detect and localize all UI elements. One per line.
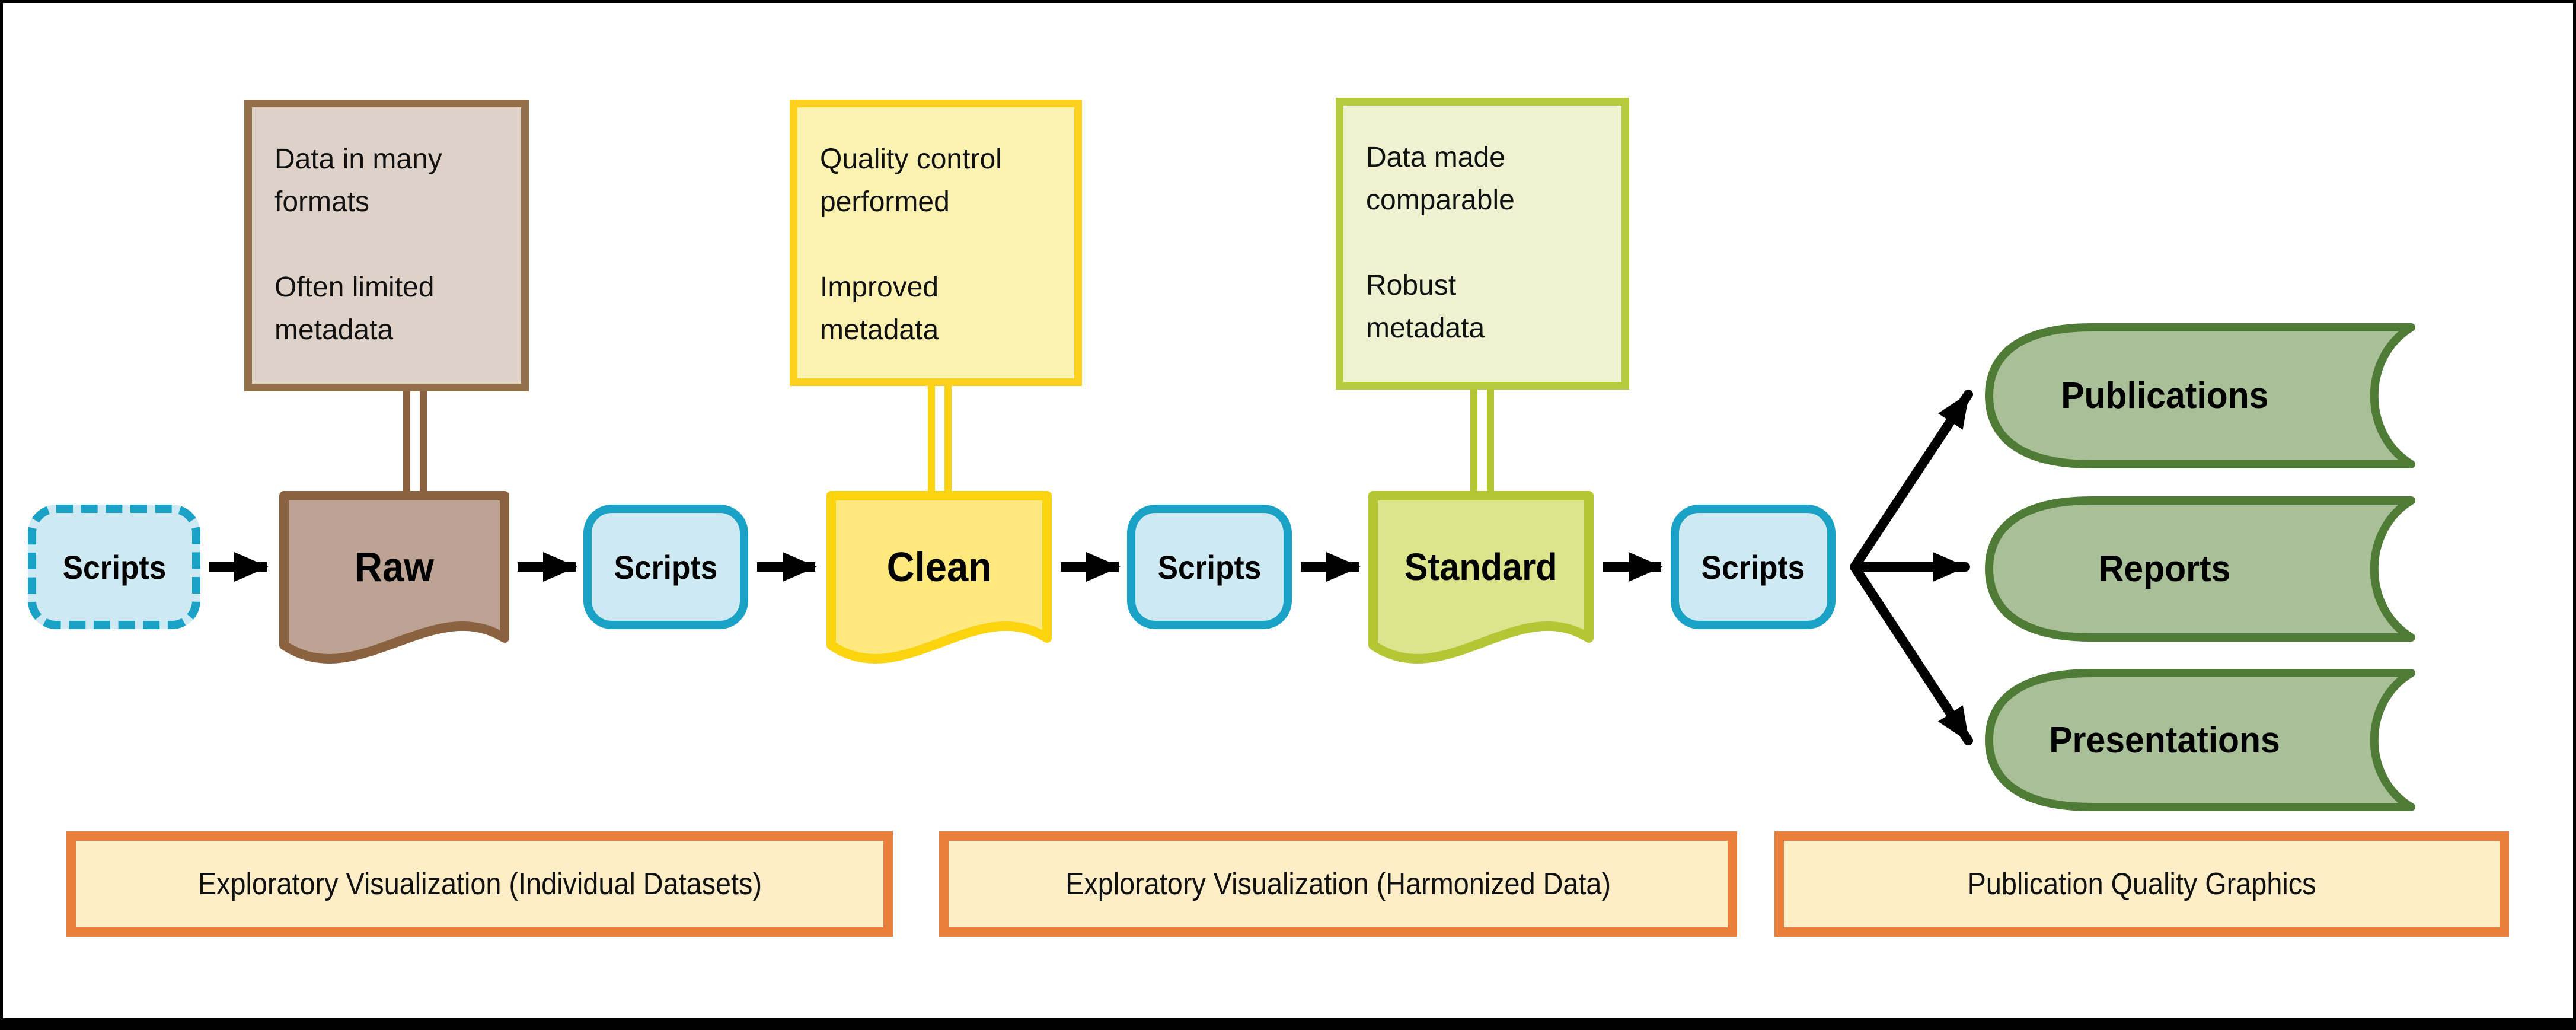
publications-label: Publications bbox=[2060, 375, 2269, 416]
scripts-node-2-label: Scripts bbox=[614, 548, 718, 586]
reports-book-shape bbox=[1985, 496, 2415, 642]
scripts-node-1: Scripts bbox=[28, 505, 200, 629]
phase-banner-harmonized-data: Exploratory Visualization (Harmonized Da… bbox=[939, 831, 1737, 937]
arrow-to-presentations bbox=[1850, 562, 1973, 745]
standard-document-label: Standard bbox=[1404, 546, 1557, 588]
scripts-node-4: Scripts bbox=[1671, 505, 1836, 629]
clean-note-connector bbox=[928, 383, 952, 497]
clean-document-label: Clean bbox=[886, 544, 992, 590]
scripts-node-4-label: Scripts bbox=[1701, 548, 1805, 586]
phase-banner-individual-datasets: Exploratory Visualization (Individual Da… bbox=[66, 831, 893, 937]
phase-banner-publication-quality: Publication Quality Graphics bbox=[1774, 831, 2509, 937]
publications-book-shape bbox=[1985, 323, 2415, 468]
standard-note-connector bbox=[1470, 387, 1494, 497]
raw-note-connector bbox=[403, 387, 427, 497]
scripts-node-2: Scripts bbox=[583, 505, 748, 629]
reports-label: Reports bbox=[2098, 549, 2231, 589]
scripts-node-3: Scripts bbox=[1127, 505, 1292, 629]
clean-document-shape bbox=[826, 491, 1052, 664]
raw-document-shape bbox=[279, 491, 509, 664]
arrow-group bbox=[209, 390, 1973, 745]
scripts-node-1-label: Scripts bbox=[62, 548, 166, 586]
scripts-node-3-label: Scripts bbox=[1157, 548, 1262, 586]
standard-document-shape bbox=[1368, 491, 1594, 664]
arrow-to-publications bbox=[1850, 390, 1973, 572]
presentations-label: Presentations bbox=[2049, 719, 2280, 761]
presentations-book-shape bbox=[1985, 669, 2415, 811]
raw-document-label: Raw bbox=[355, 544, 434, 590]
